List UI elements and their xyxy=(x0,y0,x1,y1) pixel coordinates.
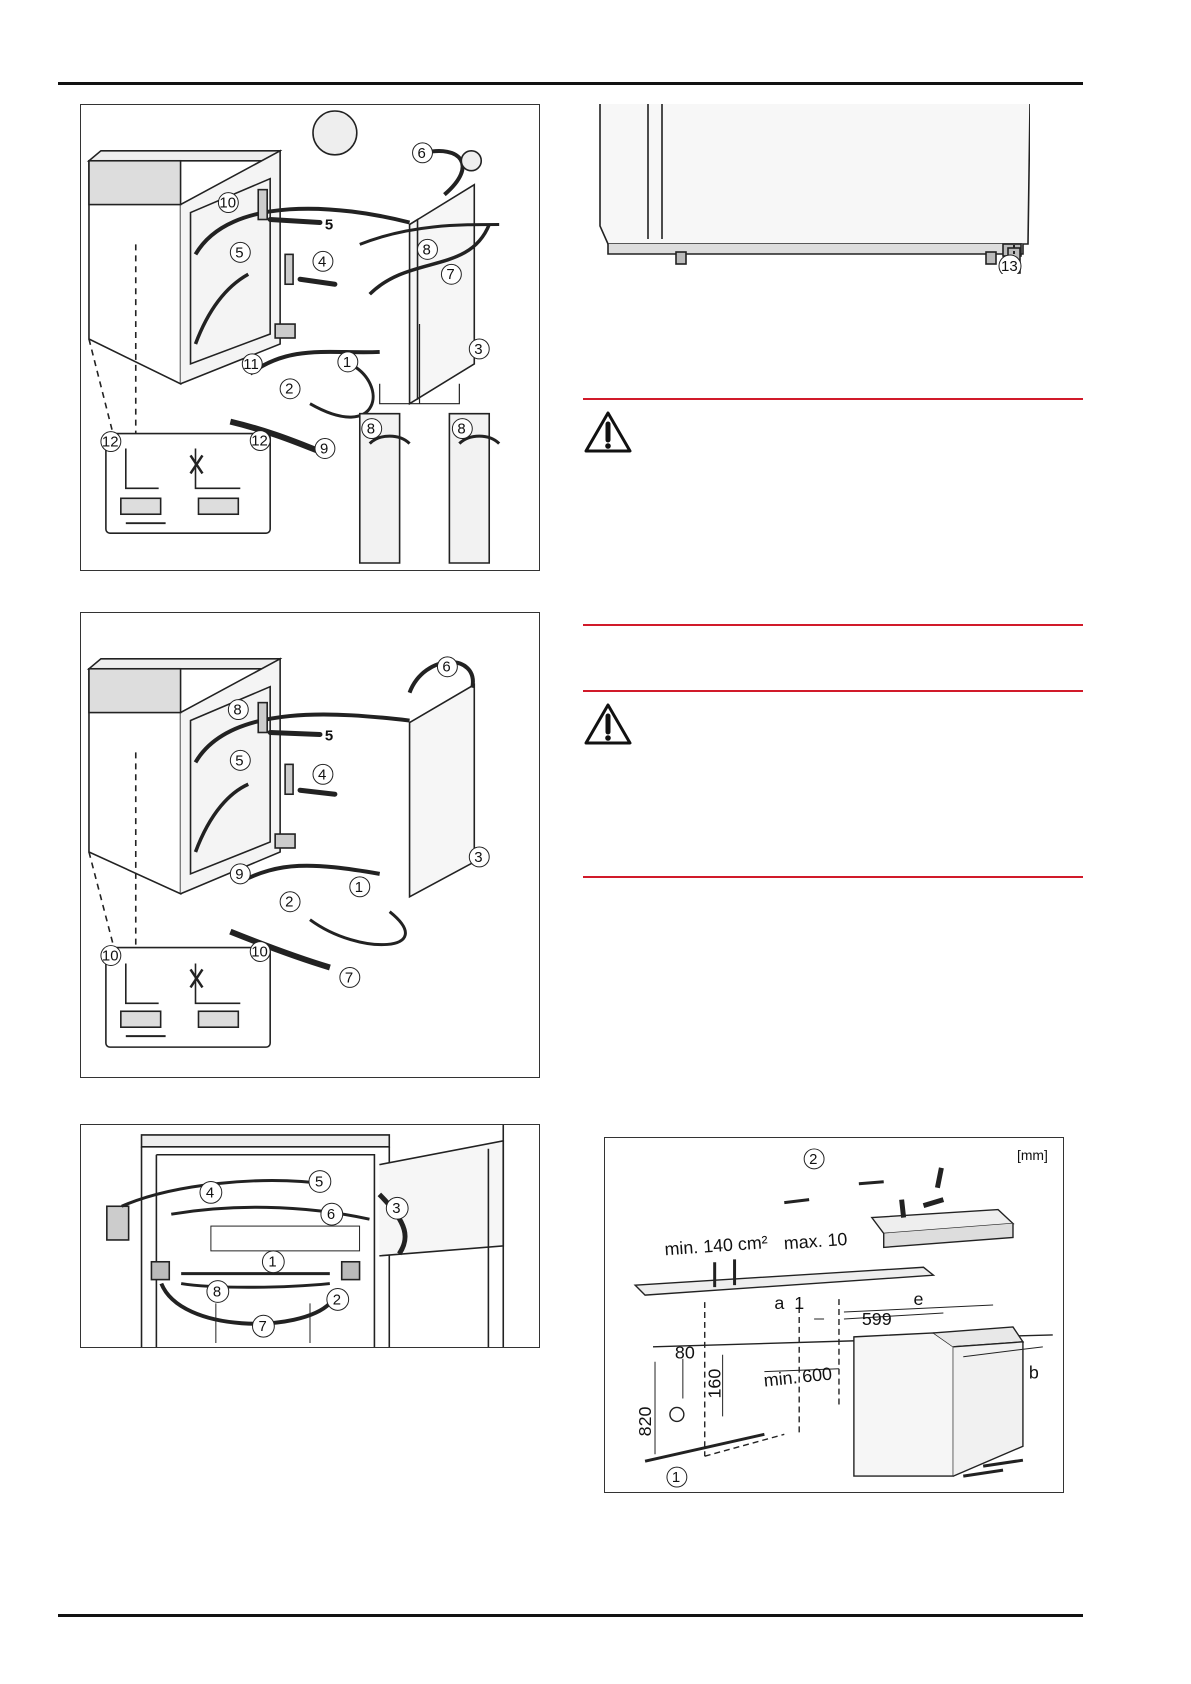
figure-leveling-foot: 13 xyxy=(598,104,1030,274)
callout-2: 2 xyxy=(285,894,293,911)
callout-6: 6 xyxy=(442,659,450,676)
warning-triangle-icon xyxy=(584,411,632,453)
callout-2: 2 xyxy=(809,1152,817,1168)
callout-9: 9 xyxy=(320,440,328,457)
callout-7: 7 xyxy=(446,266,454,283)
callout-5: 5 xyxy=(235,244,243,261)
callout-10: 10 xyxy=(251,944,268,961)
dim-599-label: 599 xyxy=(862,1309,892,1329)
vent-label: min. 140 cm² xyxy=(664,1232,768,1259)
warning-triangle-icon xyxy=(584,703,632,745)
callout-6: 6 xyxy=(327,1207,335,1223)
callout-7: 7 xyxy=(258,1319,266,1335)
door-reversal-1-illustration: 6 10 5 4 8 7 3 11 1 2 12 9 12 8 8 5 xyxy=(86,110,501,564)
tool-size-label: 5 xyxy=(325,216,333,233)
gap-label: max. 10 xyxy=(783,1229,848,1253)
callout-3: 3 xyxy=(392,1201,400,1217)
callout-1: 1 xyxy=(343,354,351,371)
bottom-rule xyxy=(58,1614,1083,1617)
door-reversal-2-illustration: 6 8 5 4 3 9 1 2 10 7 10 5 xyxy=(86,656,490,1048)
door-reversal-1-callouts: 6 10 5 4 8 7 3 11 1 2 12 9 12 8 8 5 xyxy=(100,142,490,459)
figure-door-hinge-inside: 1 2 3 4 5 6 7 8 xyxy=(80,1124,540,1348)
callout-4: 4 xyxy=(206,1185,214,1201)
callout-12b: 12 xyxy=(102,434,119,451)
callout-7: 7 xyxy=(345,969,353,986)
door-reversal-2-callouts: 6 8 5 4 3 9 1 2 10 7 10 5 xyxy=(100,656,490,988)
dim-160-label: 160 xyxy=(705,1369,725,1399)
door-hinge-inside-illustration: 1 2 3 4 5 6 7 8 xyxy=(106,1125,505,1347)
callout-9: 9 xyxy=(235,866,243,883)
tool-size-label: 5 xyxy=(325,727,333,744)
callout-8c: 8 xyxy=(457,421,465,438)
callout-4: 4 xyxy=(318,253,326,270)
callout-8: 8 xyxy=(213,1284,221,1300)
callout-13: 13 xyxy=(1001,258,1018,274)
callout-11: 11 xyxy=(243,356,259,373)
callout-5: 5 xyxy=(315,1174,323,1190)
dim-b-label: b xyxy=(1029,1363,1039,1383)
callout-3: 3 xyxy=(474,849,482,866)
callout-8b: 8 xyxy=(367,421,375,438)
callout-5: 5 xyxy=(235,752,243,769)
warning-rule-3 xyxy=(583,690,1083,692)
callout-3: 3 xyxy=(474,341,482,358)
callout-10b: 10 xyxy=(102,947,119,964)
callout-10: 10 xyxy=(219,195,236,212)
warning-rule-1 xyxy=(583,398,1083,400)
dim-e-label: e xyxy=(914,1289,924,1309)
dim-a-label: a xyxy=(774,1293,784,1313)
callout-12: 12 xyxy=(251,433,268,450)
callout-1: 1 xyxy=(355,879,363,896)
callout-6: 6 xyxy=(418,145,426,162)
figure-door-reversal-1: 6 10 5 4 8 7 3 11 1 2 12 9 12 8 8 5 xyxy=(80,104,540,571)
leveling-foot-callouts: 13 xyxy=(998,254,1022,274)
callout-4: 4 xyxy=(318,766,326,783)
unit-label: [mm] xyxy=(1017,1147,1048,1163)
dim-820-label: 820 xyxy=(635,1406,655,1436)
callout-1: 1 xyxy=(268,1255,276,1271)
callout-2: 2 xyxy=(333,1292,341,1308)
warning-rule-4 xyxy=(583,876,1083,878)
callout-8: 8 xyxy=(423,241,431,258)
top-rule xyxy=(58,82,1083,85)
warning-rule-2 xyxy=(583,624,1083,626)
dim-a1-label: 1 xyxy=(794,1293,804,1313)
installation-dimensions-callouts: 1 2 xyxy=(666,1148,825,1488)
leveling-foot-illustration: 13 xyxy=(599,104,1030,274)
callout-1: 1 xyxy=(672,1470,680,1486)
dim-80-label: 80 xyxy=(675,1343,695,1363)
door-hinge-inside-callouts: 1 2 3 4 5 6 7 8 xyxy=(199,1170,409,1338)
dim-min600-label: min. 600 xyxy=(763,1364,833,1391)
callout-8: 8 xyxy=(233,702,241,719)
figure-installation-dimensions: [mm] min. 140 cm² max. 10 a 1 e 599 b 80… xyxy=(604,1137,1064,1493)
callout-2: 2 xyxy=(285,381,293,398)
figure-door-reversal-2: 6 8 5 4 3 9 1 2 10 7 10 5 xyxy=(80,612,540,1078)
installation-dimensions-illustration: [mm] min. 140 cm² max. 10 a 1 e 599 b 80… xyxy=(633,1147,1053,1488)
